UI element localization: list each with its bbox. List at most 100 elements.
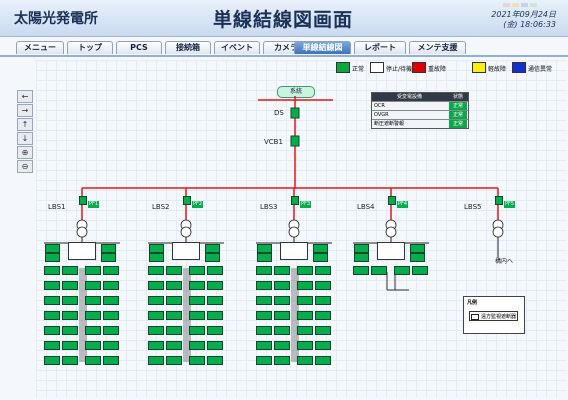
- string-breaker[interactable]: [44, 341, 60, 350]
- string-breaker[interactable]: [103, 356, 119, 365]
- string-breaker[interactable]: [166, 311, 182, 320]
- string-breaker[interactable]: [148, 341, 164, 350]
- string-breaker[interactable]: [44, 266, 60, 275]
- string-breaker[interactable]: [274, 296, 290, 305]
- string-breaker[interactable]: [274, 356, 290, 365]
- string-breaker[interactable]: [85, 296, 101, 305]
- string-breaker[interactable]: [189, 311, 205, 320]
- string-breaker[interactable]: [315, 281, 331, 290]
- tab-maintenance[interactable]: メンテ支援: [409, 41, 466, 54]
- transformer-icon[interactable]: [76, 226, 88, 238]
- pan-up-button[interactable]: ↑: [17, 118, 33, 131]
- string-breaker[interactable]: [85, 311, 101, 320]
- string-breaker[interactable]: [207, 281, 223, 290]
- status-badge[interactable]: 正常: [449, 102, 467, 110]
- string-breaker[interactable]: [166, 341, 182, 350]
- pcs-indicator[interactable]: [149, 253, 164, 262]
- string-breaker[interactable]: [103, 311, 119, 320]
- string-breaker[interactable]: [44, 296, 60, 305]
- pcs-indicator[interactable]: [354, 244, 369, 253]
- string-breaker[interactable]: [315, 356, 331, 365]
- string-breaker[interactable]: [315, 296, 331, 305]
- pcs-indicator[interactable]: [313, 244, 328, 253]
- string-breaker[interactable]: [85, 326, 101, 335]
- string-breaker[interactable]: [148, 311, 164, 320]
- lbs-switch[interactable]: [495, 196, 503, 205]
- string-breaker[interactable]: [148, 326, 164, 335]
- pan-down-button[interactable]: ↓: [17, 132, 33, 145]
- string-breaker[interactable]: [103, 341, 119, 350]
- string-breaker[interactable]: [297, 341, 313, 350]
- pan-right-button[interactable]: →: [17, 104, 33, 117]
- transformer-icon[interactable]: [180, 226, 192, 238]
- pcs-indicator[interactable]: [205, 253, 220, 262]
- string-breaker[interactable]: [189, 356, 205, 365]
- string-breaker[interactable]: [166, 266, 182, 275]
- string-breaker[interactable]: [148, 356, 164, 365]
- pcs-unit[interactable]: [172, 242, 200, 260]
- string-breaker[interactable]: [85, 281, 101, 290]
- string-breaker[interactable]: [297, 356, 313, 365]
- string-breaker[interactable]: [148, 266, 164, 275]
- pcs-indicator[interactable]: [45, 253, 60, 262]
- string-breaker[interactable]: [166, 326, 182, 335]
- pf-label[interactable]: PF2: [192, 201, 204, 208]
- string-breaker[interactable]: [315, 326, 331, 335]
- vcb-breaker[interactable]: [290, 135, 300, 147]
- string-breaker[interactable]: [148, 281, 164, 290]
- string-breaker[interactable]: [256, 326, 272, 335]
- string-breaker[interactable]: [256, 281, 272, 290]
- string-breaker[interactable]: [166, 296, 182, 305]
- lbs-switch[interactable]: [79, 196, 87, 205]
- pcs-indicator[interactable]: [257, 253, 272, 262]
- string-breaker[interactable]: [44, 311, 60, 320]
- string-breaker[interactable]: [189, 266, 205, 275]
- string-breaker[interactable]: [207, 296, 223, 305]
- string-breaker[interactable]: [207, 311, 223, 320]
- transformer-icon[interactable]: [288, 226, 300, 238]
- string-breaker[interactable]: [207, 326, 223, 335]
- string-breaker[interactable]: [315, 311, 331, 320]
- pcs-indicator[interactable]: [205, 244, 220, 253]
- lbs-switch[interactable]: [183, 196, 191, 205]
- tab-event[interactable]: イベント: [214, 41, 260, 54]
- pcs-indicator[interactable]: [354, 253, 369, 262]
- string-breaker[interactable]: [44, 356, 60, 365]
- string-breaker[interactable]: [62, 341, 78, 350]
- pcs-indicator[interactable]: [101, 244, 116, 253]
- status-badge[interactable]: 正常: [449, 120, 467, 128]
- pcs-indicator[interactable]: [101, 253, 116, 262]
- transformer-icon[interactable]: [492, 226, 504, 238]
- string-breaker[interactable]: [297, 266, 313, 275]
- tab-report[interactable]: レポート: [354, 41, 406, 54]
- status-badge[interactable]: 正常: [449, 111, 467, 119]
- tab-menu[interactable]: メニュー: [16, 41, 64, 54]
- string-breaker[interactable]: [44, 326, 60, 335]
- string-breaker[interactable]: [62, 326, 78, 335]
- string-breaker[interactable]: [103, 326, 119, 335]
- pf-label[interactable]: PF1: [88, 201, 100, 208]
- string-breaker[interactable]: [297, 326, 313, 335]
- string-breaker[interactable]: [166, 281, 182, 290]
- tab-single-line[interactable]: 単線結線図: [294, 41, 351, 54]
- pf-label[interactable]: PF3: [300, 201, 312, 208]
- string-breaker[interactable]: [103, 281, 119, 290]
- string-breaker[interactable]: [62, 281, 78, 290]
- string-breaker[interactable]: [62, 266, 78, 275]
- lbs-switch[interactable]: [388, 196, 396, 205]
- string-breaker[interactable]: [189, 341, 205, 350]
- pan-left-button[interactable]: ←: [17, 90, 33, 103]
- string-breaker[interactable]: [62, 311, 78, 320]
- string-breaker[interactable]: [353, 266, 369, 275]
- tab-top[interactable]: トップ: [67, 41, 113, 54]
- string-breaker[interactable]: [189, 281, 205, 290]
- string-breaker[interactable]: [189, 296, 205, 305]
- string-breaker[interactable]: [166, 356, 182, 365]
- ds-switch[interactable]: [290, 107, 300, 119]
- string-breaker[interactable]: [274, 281, 290, 290]
- string-breaker[interactable]: [256, 296, 272, 305]
- grid-system-label[interactable]: 系統: [277, 86, 315, 98]
- pcs-unit[interactable]: [377, 242, 405, 260]
- string-breaker[interactable]: [412, 266, 428, 275]
- string-breaker[interactable]: [85, 356, 101, 365]
